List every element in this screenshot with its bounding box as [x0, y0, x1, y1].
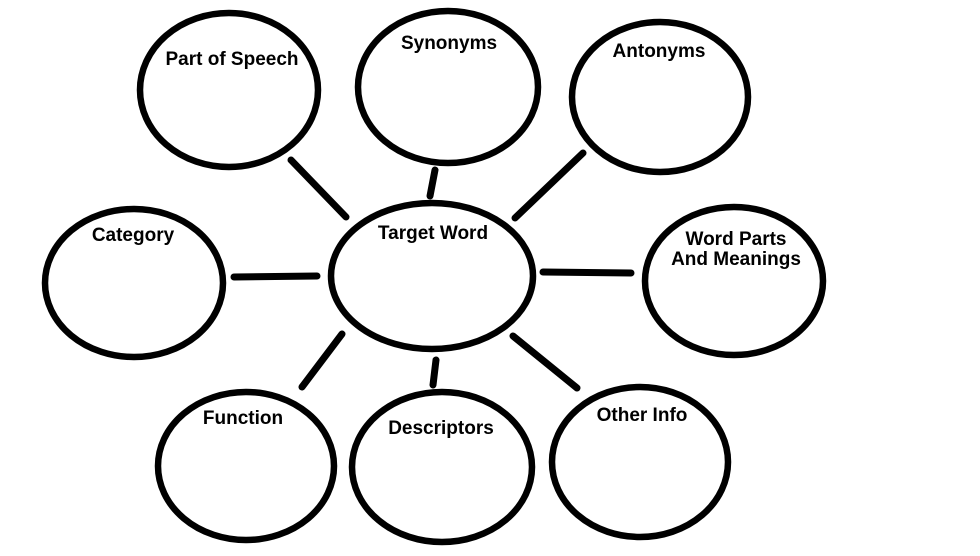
node-ellipse-part-of-speech [136, 9, 322, 171]
connector-category [230, 272, 321, 281]
node-ellipse-other-info [548, 383, 732, 541]
connector-other-info [509, 332, 581, 392]
node-label-antonyms: Antonyms [612, 41, 706, 62]
connector-lines [230, 149, 635, 392]
node-label-word-parts: Word Parts And Meanings [671, 229, 801, 270]
node-ellipse-antonyms [568, 18, 752, 176]
node-ellipse-descriptors [348, 388, 536, 546]
node-label-part-of-speech: Part of Speech [165, 49, 299, 70]
node-label-function: Function [202, 408, 284, 429]
connector-function [298, 330, 346, 391]
node-ellipse-synonyms [354, 7, 542, 167]
node-ellipse-category [41, 205, 227, 361]
node-ellipse-target-word [327, 199, 537, 353]
connector-synonyms [426, 166, 439, 200]
node-label-synonyms: Synonyms [400, 33, 498, 54]
node-label-target-word: Target Word [377, 223, 489, 244]
connector-antonyms [511, 149, 587, 222]
connector-word-parts [539, 268, 635, 277]
node-label-other-info: Other Info [596, 405, 688, 426]
node-ellipse-function [154, 388, 338, 544]
connector-descriptors [429, 356, 440, 389]
node-ellipse-word-parts [641, 203, 827, 359]
node-label-descriptors: Descriptors [388, 418, 494, 439]
connector-part-of-speech [287, 156, 350, 221]
node-label-category: Category [91, 225, 175, 246]
